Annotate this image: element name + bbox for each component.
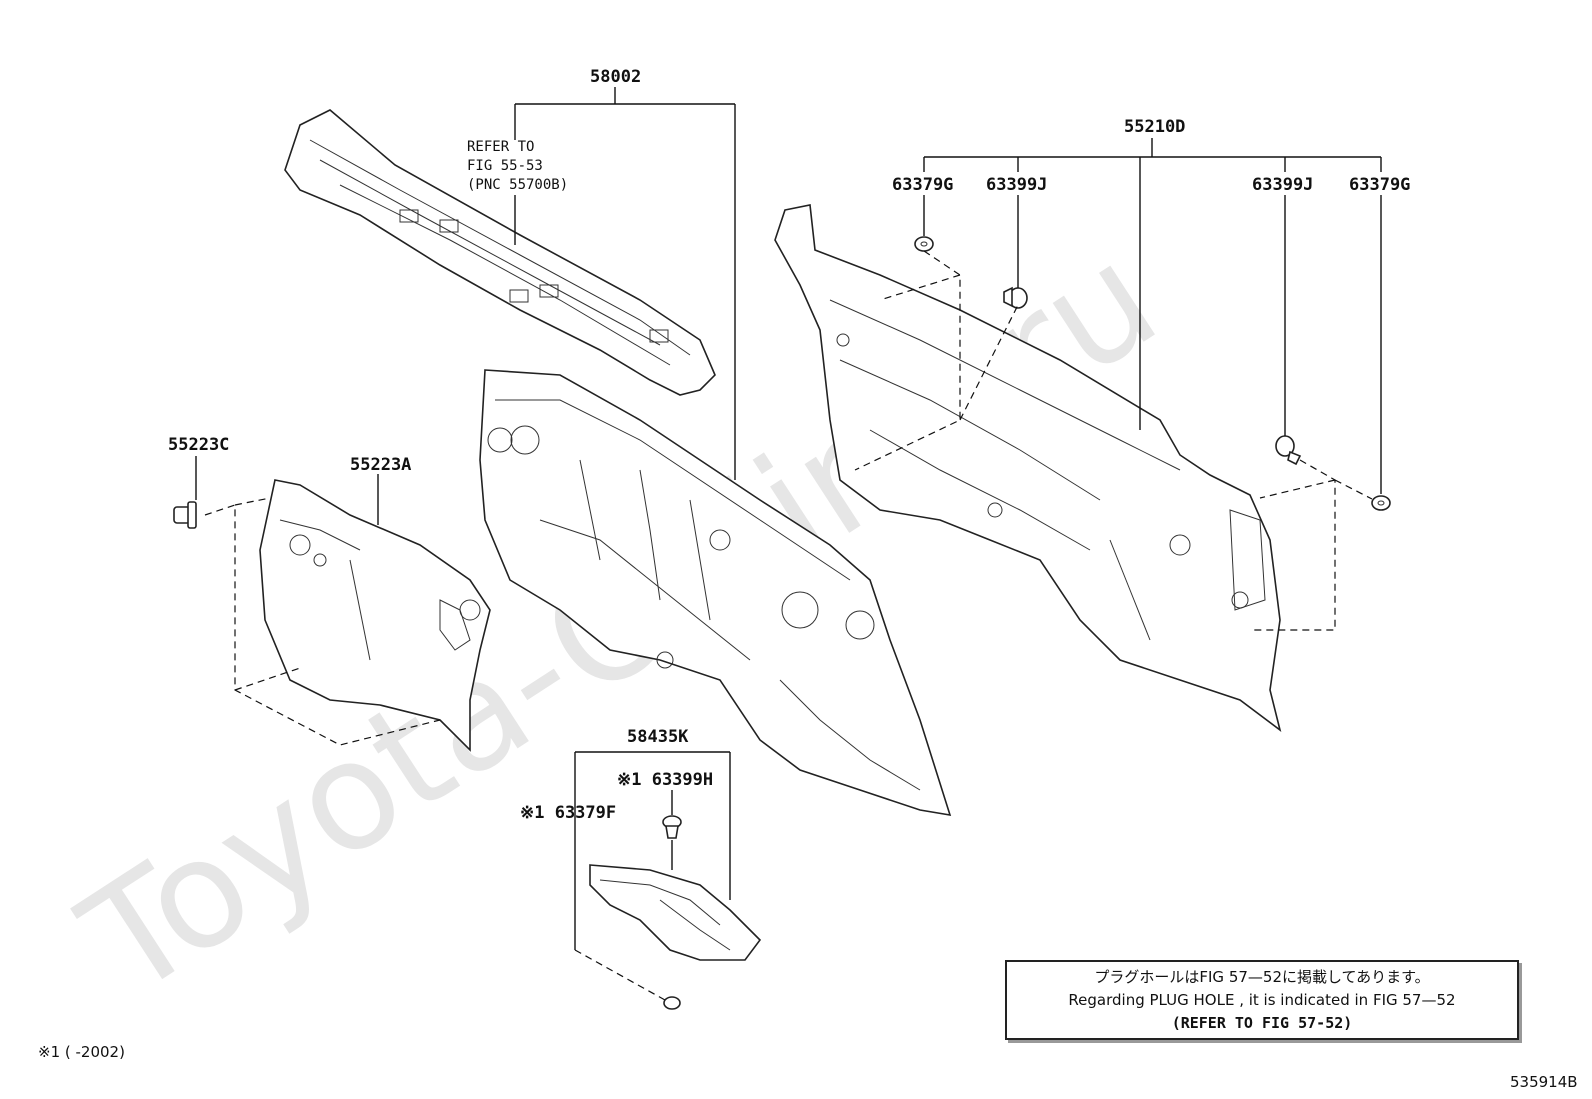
- label-58002: 58002: [590, 67, 641, 87]
- clip-63399j-left-icon: [1003, 286, 1028, 309]
- label-55223c: 55223C: [168, 435, 229, 455]
- label-63379g-left: 63379G: [892, 175, 953, 195]
- dash-panel: [479, 369, 952, 817]
- footnote: ※1 ( -2002): [38, 1043, 125, 1061]
- plug-hole-note: プラグホールはFIG 57—52に掲載してあります。 Regarding PLU…: [1005, 960, 1519, 1040]
- grommet-63379f-icon: [663, 996, 681, 1010]
- clip-63399h-icon: [662, 815, 682, 839]
- floor-bracket: [589, 864, 762, 961]
- refer-line-1: REFER TO: [467, 139, 534, 155]
- note-line-japanese: プラグホールはFIG 57—52に掲載してあります。: [1094, 968, 1430, 986]
- cowl-top-panel: [284, 109, 716, 396]
- grommet-63379g-right-icon: [1371, 495, 1391, 511]
- note-line-english: Regarding PLUG HOLE , it is indicated in…: [1068, 991, 1456, 1009]
- grommet-63379g-left-icon: [914, 236, 934, 252]
- outer-dash-silencer: [774, 204, 1282, 732]
- label-63399j-left: 63399J: [986, 175, 1047, 195]
- refer-line-2: FIG 55-53: [467, 158, 543, 174]
- label-55223a: 55223A: [350, 455, 411, 475]
- dashed-assembly-lines: [204, 250, 1373, 1001]
- clip-55223c-icon: [173, 501, 197, 529]
- label-63379g-right: 63379G: [1349, 175, 1410, 195]
- refer-line-3: (PNC 55700B): [467, 177, 568, 193]
- note-line-refer: (REFER TO FIG 57-52): [1171, 1014, 1353, 1032]
- label-55210d: 55210D: [1124, 117, 1185, 137]
- leader-lines: [195, 87, 1382, 950]
- clip-63399j-right-icon: [1275, 435, 1302, 466]
- label-58435k: 58435K: [627, 727, 689, 747]
- label-63399h: ※1 63399H: [617, 770, 713, 790]
- label-63379f: ※1 63379F: [520, 803, 616, 823]
- drawing-id: 535914B: [1510, 1073, 1578, 1091]
- label-63399j-right: 63399J: [1252, 175, 1313, 195]
- dash-silencer: [259, 479, 491, 752]
